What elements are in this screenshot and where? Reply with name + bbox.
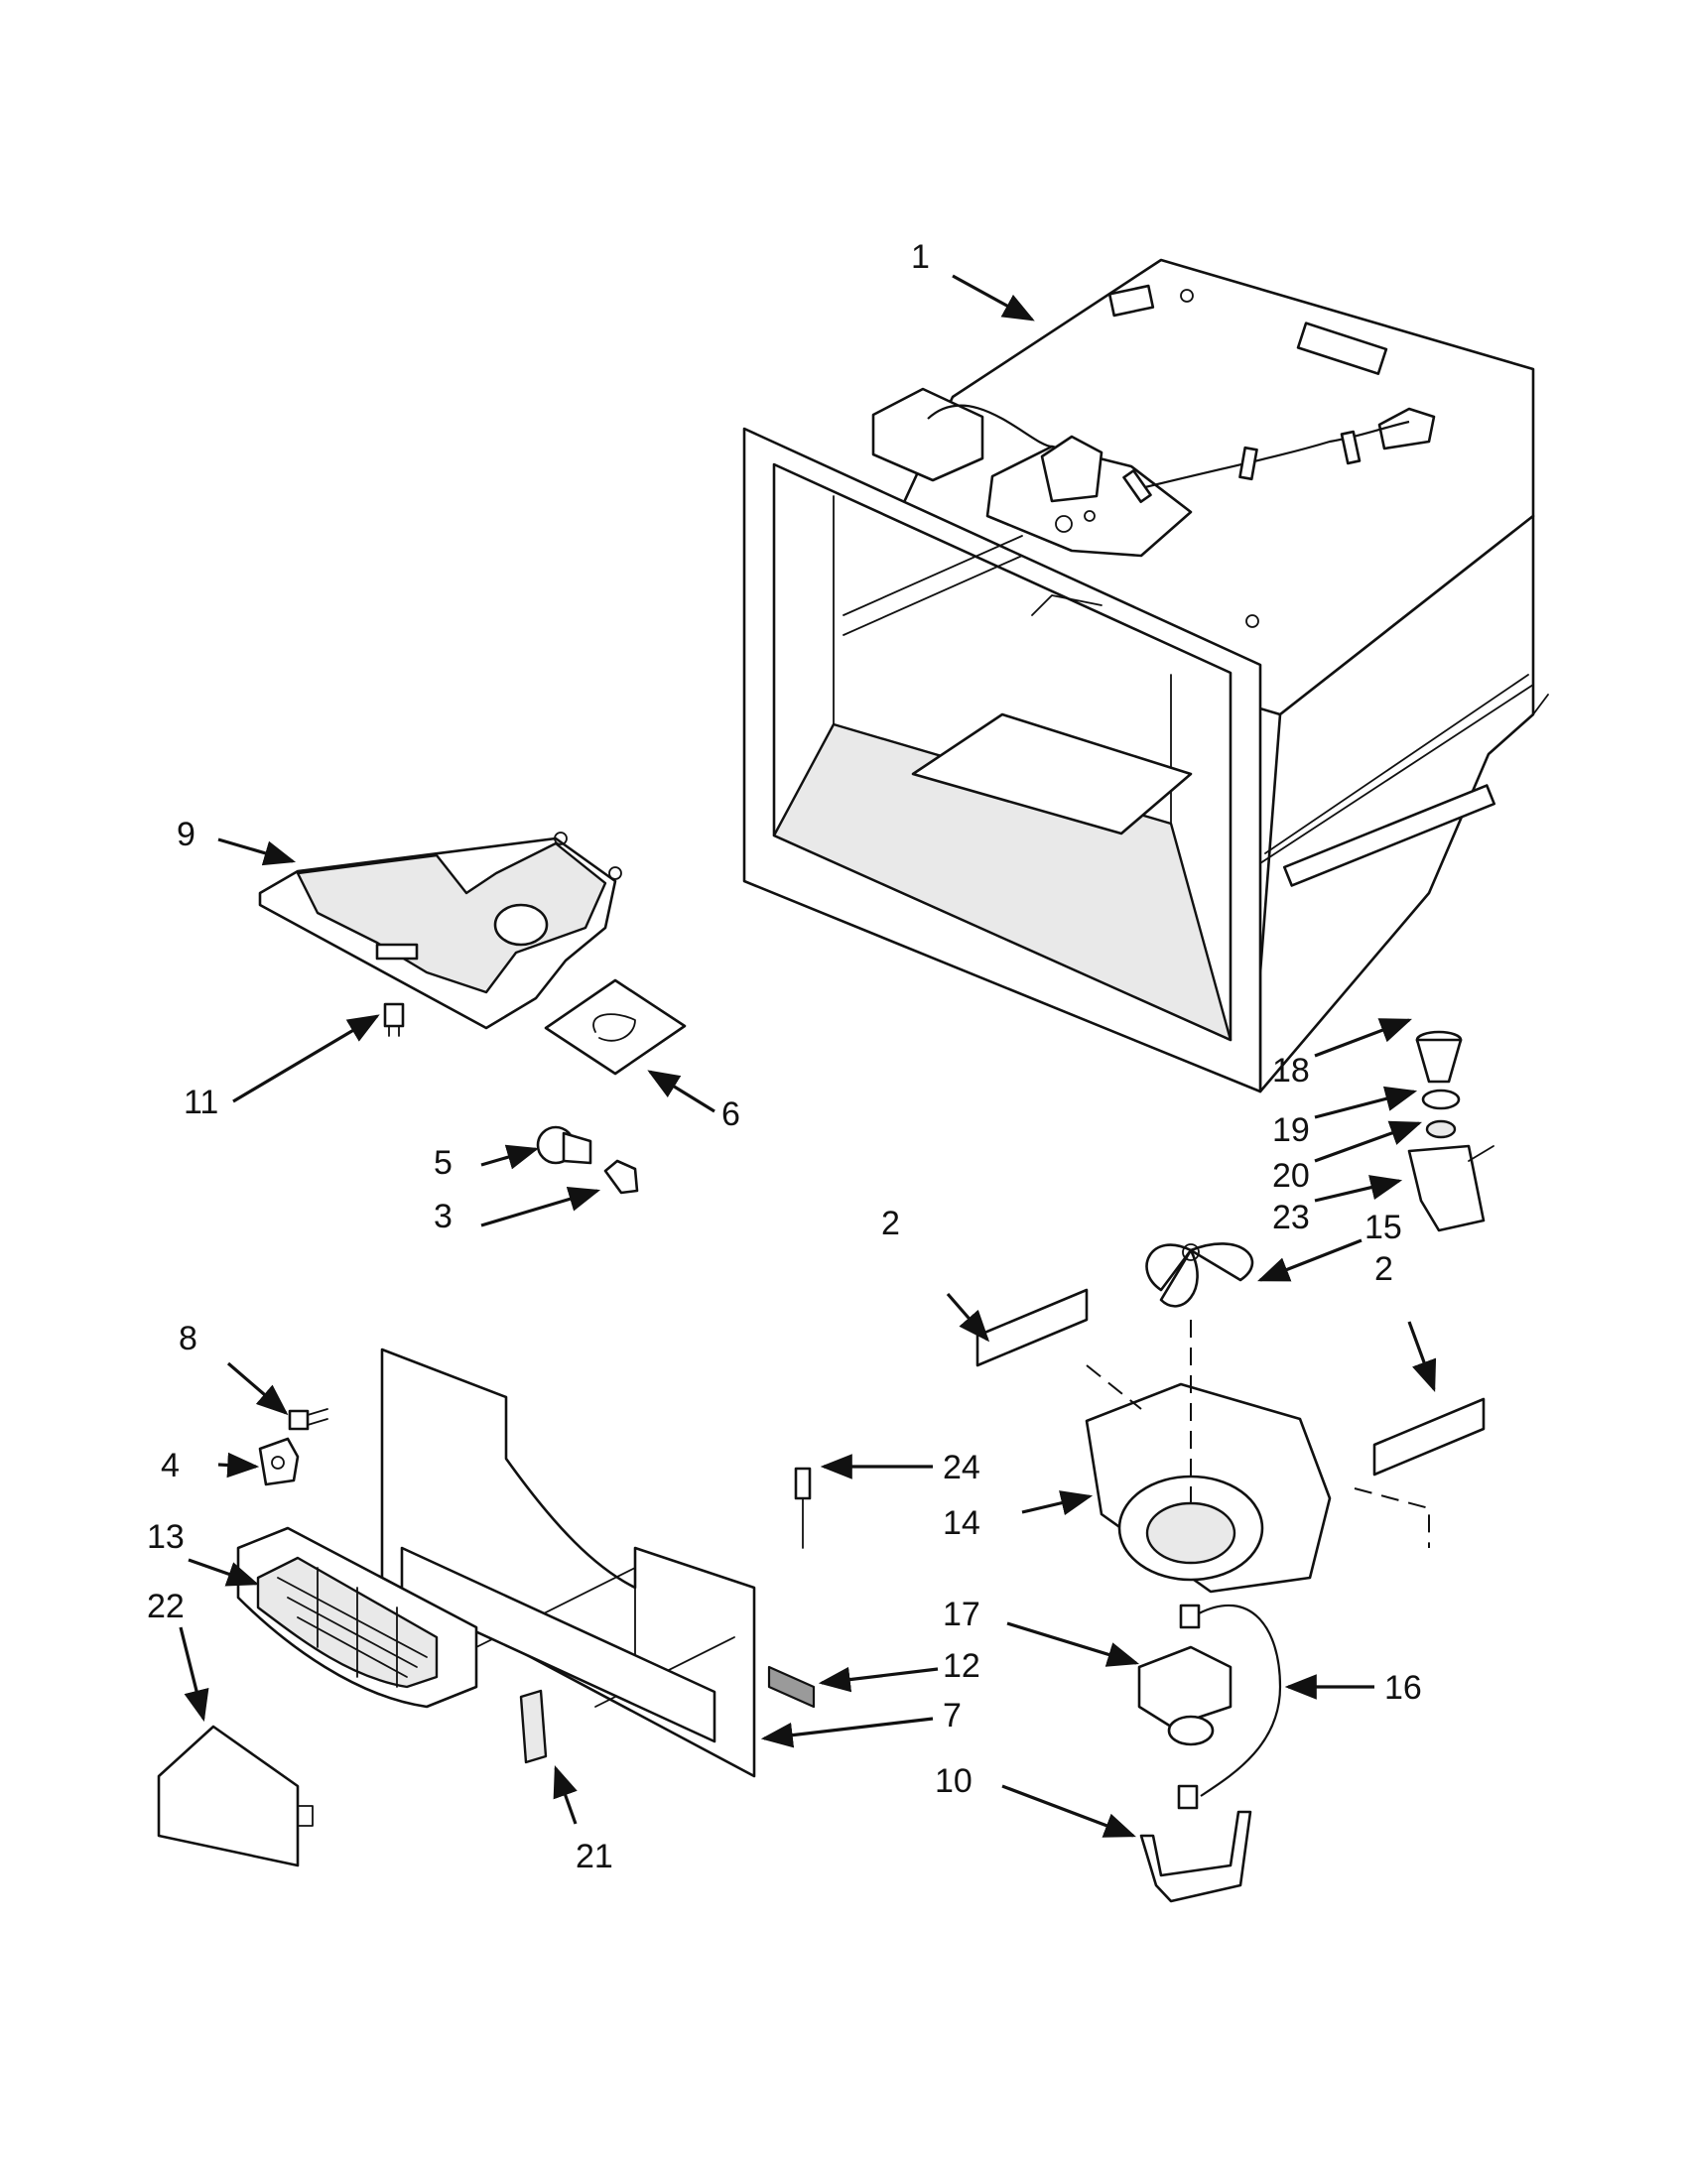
callout-1: 1	[911, 238, 930, 276]
callout-6: 6	[721, 1095, 740, 1133]
part-7-rear-panel	[380, 1348, 756, 1778]
part-8-screw	[288, 1408, 328, 1431]
callout-8: 8	[179, 1320, 197, 1357]
callout-13: 13	[147, 1518, 185, 1556]
callout-21: 21	[576, 1838, 613, 1875]
callout-16: 16	[1384, 1669, 1422, 1707]
part-6-gasket	[544, 978, 687, 1076]
part-5-light-bulb	[536, 1125, 592, 1165]
callout-9: 9	[177, 816, 195, 853]
leader-lines	[179, 274, 1437, 1838]
callout-7: 7	[943, 1697, 962, 1734]
callout-20: 20	[1272, 1157, 1310, 1195]
callout-10: 10	[935, 1762, 973, 1800]
part-23-duct	[1407, 1144, 1494, 1232]
part-1-freezer-liner	[742, 258, 1549, 1093]
callout-19: 19	[1272, 1111, 1310, 1149]
callout-5: 5	[434, 1144, 453, 1182]
callout-4: 4	[161, 1447, 180, 1484]
callout-17: 17	[943, 1596, 980, 1633]
callout-22: 22	[147, 1588, 185, 1625]
part-18-cap	[1415, 1030, 1463, 1084]
part-13-grille	[236, 1526, 478, 1709]
part-2-foam-pad-left	[975, 1288, 1089, 1367]
callout-3: 3	[434, 1198, 453, 1235]
callout-24: 24	[943, 1449, 980, 1486]
part-20-bushing	[1425, 1119, 1457, 1139]
part-24-thermistor	[794, 1467, 812, 1549]
part-21-clip	[519, 1689, 548, 1764]
callout-11: 11	[184, 1084, 218, 1121]
part-2-foam-pad-right	[1372, 1397, 1486, 1477]
part-14-fan-shroud	[1085, 1320, 1430, 1594]
part-12-foam-strip	[767, 1665, 816, 1709]
part-11-switch	[383, 1002, 405, 1037]
callout-labels: 1 2 2 3 4 5 6 7 8 9 10 11 12 13 14 15 16…	[147, 238, 1422, 1875]
callout-14: 14	[943, 1504, 980, 1542]
part-3-lamp-socket	[603, 1159, 639, 1195]
part-4-bracket	[258, 1437, 300, 1486]
callout-23: 23	[1272, 1199, 1310, 1236]
part-15-fan-blade	[1145, 1242, 1254, 1308]
part-19-o-ring	[1421, 1089, 1461, 1110]
part-10-motor-bracket	[1139, 1784, 1252, 1903]
callout-2-right: 2	[1374, 1250, 1393, 1288]
part-22-cover	[157, 1725, 314, 1867]
part-9-control-housing	[258, 832, 622, 1030]
callout-15: 15	[1364, 1209, 1402, 1246]
part-16-wire-harness	[1198, 1604, 1282, 1797]
callout-18: 18	[1272, 1052, 1310, 1090]
part-17-fan-motor	[1137, 1604, 1233, 1746]
callout-12: 12	[943, 1647, 980, 1685]
callout-2-left: 2	[881, 1205, 900, 1242]
